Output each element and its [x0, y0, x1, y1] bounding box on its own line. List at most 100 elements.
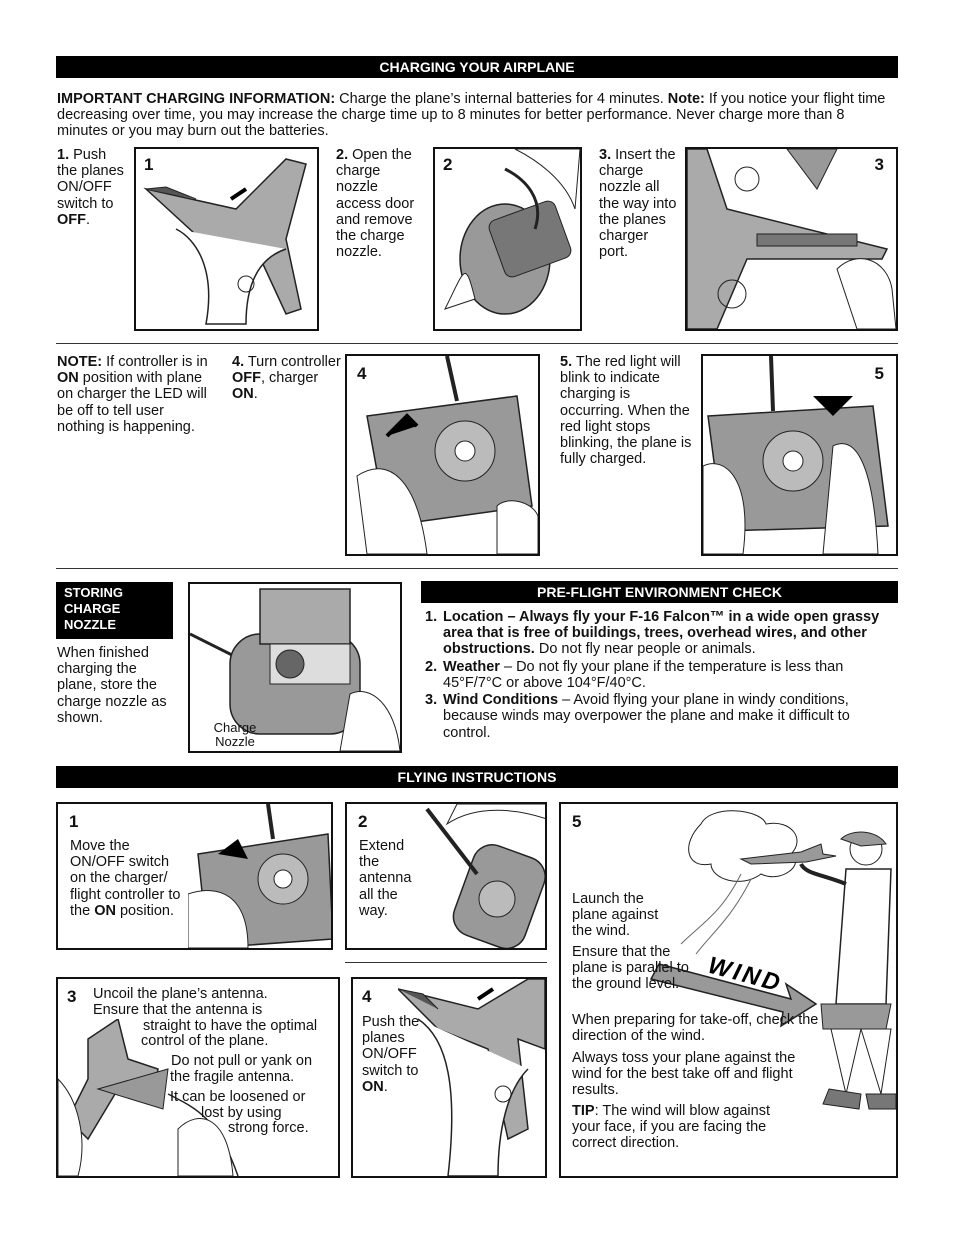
step-3-line: straight to have the optimal [143, 1018, 318, 1034]
step-number: 4. [232, 354, 245, 370]
step-text: Insert the charge nozzle all the way int… [599, 147, 677, 261]
plane-hand-illustration [143, 158, 307, 325]
header-line: NOZZLE [64, 617, 116, 632]
tip-text: TIP: The wind will blow against your fac… [572, 1103, 802, 1152]
step-3-line: Uncoil the plane’s antenna. [93, 986, 268, 1002]
always-text: Always toss your plane against the wind … [572, 1050, 796, 1099]
flying-step-1-text: Move the ON/OFF switch on the charger/ f… [70, 838, 182, 919]
figure-number: 2 [443, 155, 453, 174]
item-bold: Location – Always fly your F-16 Falcon™ … [443, 609, 880, 658]
charging-section-header: CHARGING YOUR AIRPLANE [56, 56, 898, 78]
flying-step-2: 2 Extend the antenna all the way. [345, 802, 547, 950]
plane-nozzle-illustration [687, 149, 896, 329]
preflight-list: 1. Location – Always fly your F-16 Falcon… [421, 609, 893, 742]
preflight-item: 3. Wind Conditions – Avoid flying your pl… [421, 692, 893, 741]
antenna-uncoil-illustration [58, 1019, 239, 1176]
tip-body: : The wind will blow against your face, … [572, 1103, 770, 1152]
step-bold: ON [94, 902, 116, 919]
step-number: 4 [362, 987, 372, 1006]
flying-step-4-text: Push the planes ON/OFF switch to ON. [362, 1014, 424, 1095]
step-bold: OFF [57, 211, 86, 228]
step-text-end: . [86, 211, 91, 228]
charging-figure-2: 2 [433, 147, 582, 331]
step-text: Turn controller [244, 354, 341, 370]
header-line: STORING [64, 585, 123, 600]
step-number: 2 [358, 812, 368, 831]
item-bold: Weather [443, 658, 500, 675]
storing-figure: Charge Nozzle [188, 582, 402, 753]
charging-step-1-text: 1. Push the planes ON/OFF switch to OFF. [57, 147, 127, 228]
important-text-1: Charge the plane’s internal batteries fo… [335, 91, 668, 107]
note-label: NOTE: [57, 354, 103, 370]
launch-scene-illustration [649, 810, 896, 1110]
step-number: 5. [560, 354, 573, 370]
important-text-2: If you notice your flight time decreasin… [57, 91, 886, 140]
flying-step-2-text: Extend the antenna all the way. [359, 838, 412, 919]
flying-step-4: 4 Push the planes ON/OFF switch to ON. [351, 977, 547, 1178]
step-text-end: . [253, 386, 258, 403]
step-text-mid: , charger [261, 370, 319, 387]
flying-step-3: 3 Uncoil the plane’s antenna. Ensure tha… [56, 977, 340, 1178]
item-number: 2. [425, 658, 438, 675]
step-bold: OFF [232, 370, 261, 387]
step-number: 1. [57, 147, 70, 163]
charging-figure-4: 4 [345, 354, 540, 556]
item-text: – Avoid flying your plane in windy condi… [443, 692, 850, 741]
step-text: Push the planes ON/OFF switch to [362, 1014, 420, 1079]
step-3-line: control of the plane. [141, 1033, 269, 1049]
preflight-item: 2. Weather – Do not fly your plane if the… [421, 659, 893, 691]
step-bold: ON [362, 1078, 384, 1095]
step-bold-2: ON [232, 386, 254, 403]
divider [56, 343, 898, 344]
item-number: 1. [425, 609, 438, 625]
flying-header: FLYING INSTRUCTIONS [56, 766, 898, 788]
charger-open-illustration [444, 149, 580, 315]
figure-number: 3 [874, 155, 884, 174]
divider [56, 568, 898, 569]
important-charging-info: IMPORTANT CHARGING INFORMATION: Charge t… [57, 91, 897, 140]
charging-figure-5: 5 [701, 354, 898, 556]
plane-on-switch-illustration [398, 979, 545, 1176]
preflight-header: PRE-FLIGHT ENVIRONMENT CHECK [421, 581, 898, 603]
label-line: Nozzle [215, 734, 255, 749]
prep-text: When preparing for take-off, check the d… [572, 1012, 819, 1045]
important-label: IMPORTANT CHARGING INFORMATION: [57, 91, 336, 107]
storing-header: STORING CHARGE NOZZLE [56, 582, 173, 639]
note-label: Note: [667, 91, 705, 107]
step-text: Push the planes ON/OFF switch to [57, 147, 124, 212]
note-text-end: position with plane on charger the LED w… [57, 370, 207, 435]
charging-figure-3: 3 [685, 147, 898, 331]
step-number: 2. [336, 147, 349, 163]
item-bold: Wind Conditions [443, 692, 559, 709]
divider [345, 962, 547, 963]
flying-step-1: 1 Move the ON/OFF switch on the charger/… [56, 802, 333, 950]
note-text: If controller is in [102, 354, 208, 370]
controller-off-illustration [356, 356, 538, 554]
step-text-end: . [383, 1078, 388, 1095]
figure-number: 4 [357, 364, 367, 383]
preflight-item: 1. Location – Always fly your F-16 Falcon… [421, 609, 893, 658]
launch-text: Launch the plane against the wind. [572, 891, 659, 940]
step-number: 1 [69, 812, 79, 831]
step-number: 3 [67, 987, 77, 1006]
flying-step-5: 5 WIND Launch the plane against the wind… [559, 802, 898, 1178]
charger-storage-illustration [190, 588, 400, 751]
charging-step-4-text: 4. Turn controller OFF, charger ON. [232, 354, 342, 403]
header-line: CHARGE [64, 601, 121, 616]
step-text: Move the ON/OFF switch on the charger/ f… [70, 838, 181, 919]
step-3-line: Ensure that the antenna is [93, 1002, 263, 1018]
item-text: Do not fly near people or animals. [534, 641, 756, 658]
antenna-extend-illustration [425, 804, 545, 948]
step-3-line: the fragile antenna. [170, 1069, 295, 1085]
charging-note: NOTE: If controller is in ON position wi… [57, 354, 212, 435]
step-text: Open the charge nozzle access door and r… [336, 147, 415, 261]
step-number: 3. [599, 147, 612, 163]
tip-label: TIP [572, 1103, 595, 1119]
step-text: The red light will blink to indicate cha… [560, 354, 692, 468]
item-number: 3. [425, 692, 438, 709]
item-text: – Do not fly your plane if the temperatu… [443, 658, 844, 691]
charging-figure-1: 1 [134, 147, 319, 331]
storing-text: When finished charging the plane, store … [57, 645, 167, 726]
step-3-line: It can be loosened or [170, 1089, 306, 1105]
step-text-end: position. [115, 902, 174, 919]
